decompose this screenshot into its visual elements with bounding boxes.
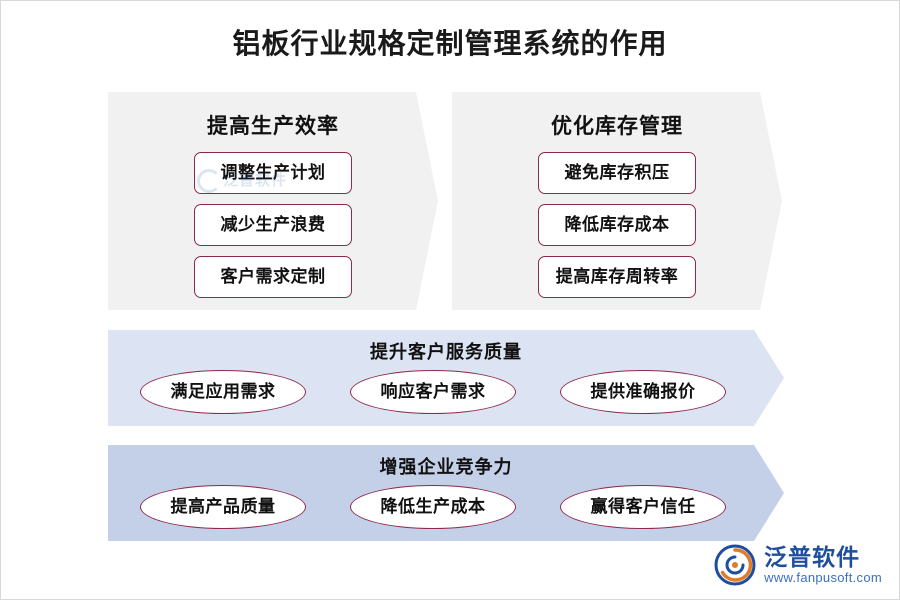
panel-item-list: 避免库存积压 降低库存成本 提高库存周转率 <box>452 152 782 298</box>
band-item: 提供准确报价 <box>560 370 726 414</box>
band-item: 降低生产成本 <box>350 485 516 529</box>
panel-item: 提高库存周转率 <box>538 256 696 298</box>
panel-item: 客户需求定制 <box>194 256 352 298</box>
panel-heading: 优化库存管理 <box>551 114 683 138</box>
band-item-list: 满足应用需求 响应客户需求 提供准确报价 <box>108 370 784 414</box>
band-item: 满足应用需求 <box>140 370 306 414</box>
panel-production-efficiency: 提高生产效率 调整生产计划 减少生产浪费 客户需求定制 <box>108 92 438 310</box>
panel-item: 降低库存成本 <box>538 204 696 246</box>
brand-url: www.fanpusoft.com <box>764 570 882 586</box>
band-item-list: 提高产品质量 降低生产成本 赢得客户信任 <box>108 485 784 529</box>
page-title: 铝板行业规格定制管理系统的作用 <box>232 29 668 60</box>
band-item: 赢得客户信任 <box>560 485 726 529</box>
brand-name: 泛普软件 <box>764 544 861 571</box>
band-customer-service-quality: 提升客户服务质量 满足应用需求 响应客户需求 提供准确报价 <box>108 330 784 426</box>
fanpu-logo-icon <box>714 544 756 586</box>
panel-inventory-management: 优化库存管理 避免库存积压 降低库存成本 提高库存周转率 <box>452 92 782 310</box>
band-item: 提高产品质量 <box>140 485 306 529</box>
band-enterprise-competitiveness: 增强企业竞争力 提高产品质量 降低生产成本 赢得客户信任 <box>108 445 784 541</box>
brand-logo: 泛普软件 www.fanpusoft.com <box>714 544 882 586</box>
panel-item-list: 调整生产计划 减少生产浪费 客户需求定制 <box>108 152 438 298</box>
band-heading: 提升客户服务质量 <box>370 342 522 362</box>
panel-heading: 提高生产效率 <box>207 114 339 138</box>
panel-item: 避免库存积压 <box>538 152 696 194</box>
brand-texts: 泛普软件 www.fanpusoft.com <box>764 545 882 585</box>
panel-item: 减少生产浪费 <box>194 204 352 246</box>
band-item: 响应客户需求 <box>350 370 516 414</box>
panel-item: 调整生产计划 <box>194 152 352 194</box>
band-heading: 增强企业竞争力 <box>379 457 513 477</box>
